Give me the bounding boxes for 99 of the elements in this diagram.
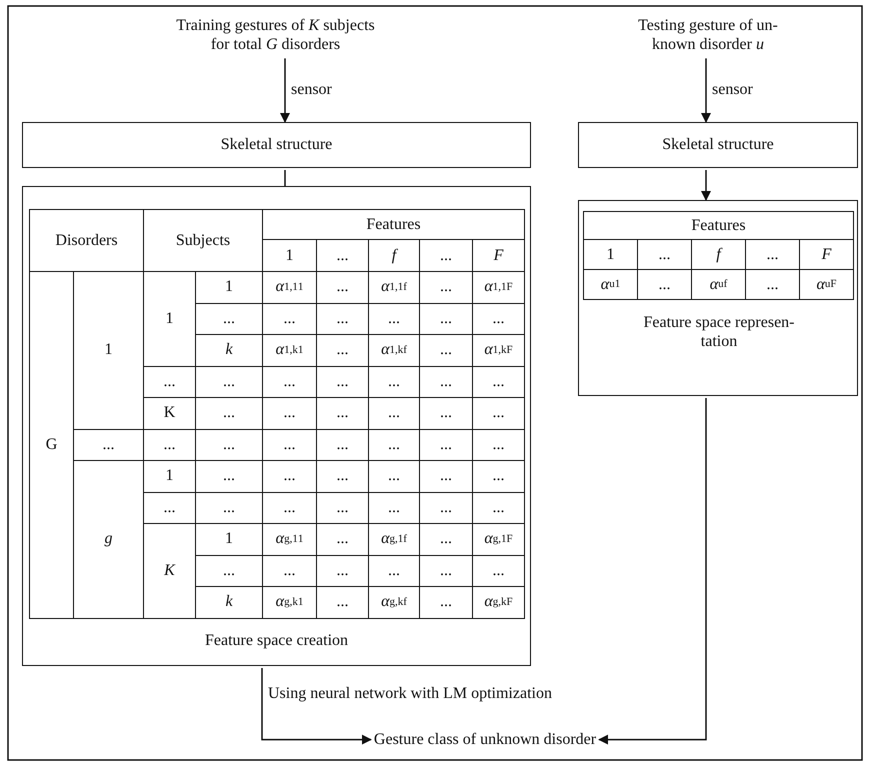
table-cell: ... (263, 492, 317, 524)
table-cell: ... (420, 587, 473, 618)
table-cell: ... (196, 304, 263, 335)
connector-line (284, 170, 286, 186)
table-panel (578, 200, 858, 396)
table-cell: ... (473, 366, 525, 398)
box-label: Skeletal structure (661, 135, 775, 154)
table-cell: ... (369, 430, 420, 461)
table-cell: ... (369, 492, 420, 524)
table-cell: ... (317, 366, 369, 398)
table-cell: ... (420, 398, 473, 430)
box-label: Feature space represen- tation (642, 313, 796, 352)
table-cell: ... (369, 556, 420, 587)
table-cell: ... (369, 398, 420, 430)
table-cell: ... (638, 270, 692, 300)
table-cell: ... (420, 366, 473, 398)
arrow (701, 170, 711, 201)
table-cell: K (144, 398, 196, 430)
table-header-cell: F (473, 240, 525, 272)
box-label: Skeletal structure (220, 135, 334, 154)
box-label: Feature space creation (204, 631, 350, 650)
table-cell: ... (420, 461, 473, 492)
table-header-cell: Features (263, 210, 525, 240)
table-cell: ... (144, 366, 196, 398)
table-cell: K (144, 524, 196, 618)
table-header-cell: ... (746, 240, 800, 270)
table-cell: ... (473, 461, 525, 492)
caption-text: Testing gesture of un- known disorder u (628, 16, 788, 54)
table-cell: ... (263, 304, 317, 335)
table-cell: ... (317, 430, 369, 461)
table-cell: ... (420, 272, 473, 304)
table-cell: ... (144, 430, 196, 461)
table-cell: ... (473, 304, 525, 335)
table-cell: ... (196, 492, 263, 524)
arrow (701, 58, 711, 123)
table-cell: 1 (144, 272, 196, 366)
table-cell: 1 (196, 524, 263, 556)
table-cell: ... (263, 461, 317, 492)
table-cell: k (196, 587, 263, 618)
table-header-cell: ... (317, 240, 369, 272)
table-cell: ... (420, 304, 473, 335)
arrow (598, 398, 707, 745)
table-cell: 1 (196, 272, 263, 304)
table-cell: ... (196, 430, 263, 461)
table-cell: ... (263, 398, 317, 430)
table-cell: ... (317, 492, 369, 524)
table-header-cell: Features (584, 212, 854, 240)
table-header-cell: ... (420, 240, 473, 272)
table-cell: ... (317, 335, 369, 366)
table-cell: ... (473, 492, 525, 524)
table-cell: ... (420, 430, 473, 461)
table-cell: ... (74, 430, 144, 461)
table-header-cell: Subjects (144, 210, 263, 272)
table-header-cell: f (369, 240, 420, 272)
table-header-cell: Disorders (30, 210, 144, 272)
table-cell: ... (263, 556, 317, 587)
table-panel (22, 186, 531, 666)
caption-text: Training gestures of K subjects for total G disorders (168, 16, 383, 54)
table-header-cell: f (692, 240, 746, 270)
arrow (261, 668, 372, 745)
table-header-cell: 1 (263, 240, 317, 272)
table-header-cell: ... (638, 240, 692, 270)
table-cell: ... (473, 556, 525, 587)
table-cell: ... (317, 556, 369, 587)
process-box (22, 122, 531, 168)
table-cell: ... (420, 524, 473, 556)
table-header-cell: F (800, 240, 854, 270)
table-cell: ... (369, 366, 420, 398)
table-cell: ... (317, 587, 369, 618)
table-cell: ... (473, 398, 525, 430)
table-cell: ... (317, 524, 369, 556)
table-cell: ... (144, 492, 196, 524)
table-cell: G (30, 272, 74, 618)
edge-label: Using neural network with LM optimization (268, 684, 552, 703)
output-label: Gesture class of unknown disorder (374, 730, 596, 750)
table-cell: ... (317, 304, 369, 335)
process-box (578, 122, 858, 168)
table-cell: k (196, 335, 263, 366)
arrow (280, 58, 290, 123)
table-header-cell: 1 (584, 240, 638, 270)
table-cell: ... (263, 430, 317, 461)
table-cell: ... (196, 461, 263, 492)
table-cell: ... (196, 556, 263, 587)
table-cell: ... (317, 461, 369, 492)
table-cell: ... (196, 366, 263, 398)
table-cell: ... (420, 492, 473, 524)
table-cell: ... (196, 398, 263, 430)
table-cell: 1 (144, 461, 196, 492)
table-cell: ... (420, 556, 473, 587)
table-cell: ... (263, 366, 317, 398)
table-cell: ... (746, 270, 800, 300)
table-cell: ... (420, 335, 473, 366)
table-cell: ... (369, 461, 420, 492)
table-cell: ... (369, 304, 420, 335)
table-cell: ... (317, 272, 369, 304)
table-cell: ... (317, 398, 369, 430)
table-cell: g (74, 461, 144, 618)
table-cell: ... (473, 430, 525, 461)
table-cell: 1 (74, 272, 144, 430)
